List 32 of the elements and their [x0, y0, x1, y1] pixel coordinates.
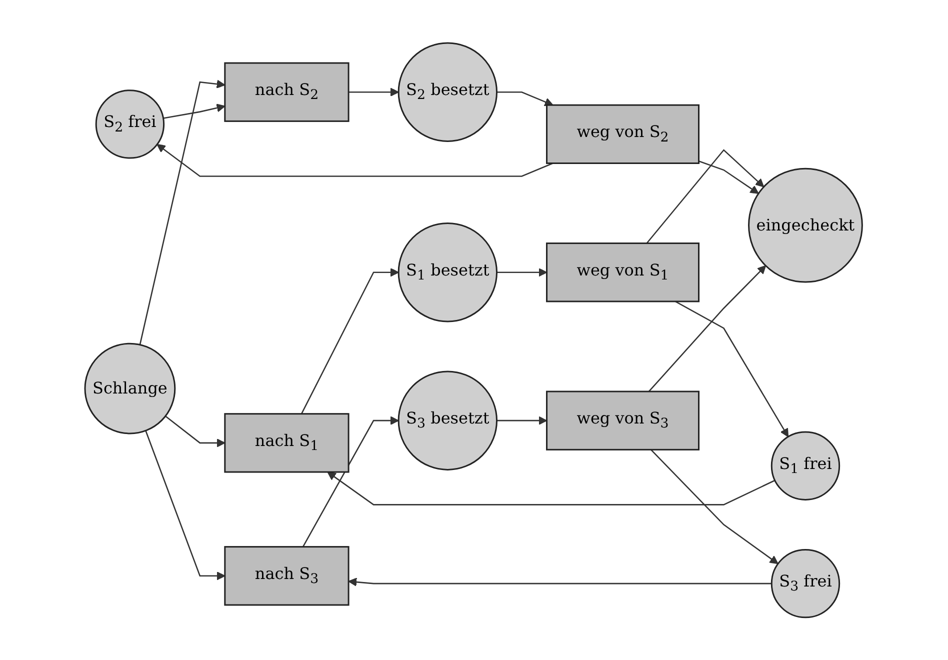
node-circle: S$_{2}$ frei [96, 89, 165, 159]
node-box: weg von S$_{3}$ [546, 390, 700, 450]
arrow [302, 416, 400, 547]
arrow [675, 300, 789, 437]
node-box: nach S$_{3}$ [224, 546, 350, 606]
node-box: nach S$_{1}$ [224, 412, 350, 473]
arrow [497, 91, 554, 106]
arrow [348, 88, 400, 96]
arrow [348, 577, 772, 586]
node-circle: S$_{3}$ besetzt [398, 370, 498, 470]
node-box: weg von S$_{1}$ [546, 242, 700, 302]
arrow [328, 471, 776, 506]
arrow [165, 415, 226, 448]
node-circle: S$_{3}$ frei [771, 548, 840, 618]
arrow [650, 449, 779, 564]
node-box: nach S$_{2}$ [224, 62, 350, 122]
arrow [301, 268, 400, 414]
arrow [164, 103, 226, 119]
arrow [157, 144, 554, 177]
node-circle: S$_{2}$ besetzt [398, 42, 498, 142]
arrow [145, 430, 226, 580]
arrow [646, 148, 765, 244]
node-circle: eingecheckt [748, 168, 864, 283]
arrow [497, 268, 548, 277]
node-circle: Schlange [84, 342, 176, 434]
node-box: weg von S$_{2}$ [546, 104, 700, 164]
arrow [648, 265, 766, 392]
node-circle: S$_{1}$ besetzt [398, 222, 498, 322]
arrow [140, 80, 226, 345]
node-circle: S$_{1}$ frei [771, 431, 840, 500]
arrow [497, 416, 548, 425]
arrow [698, 160, 760, 194]
